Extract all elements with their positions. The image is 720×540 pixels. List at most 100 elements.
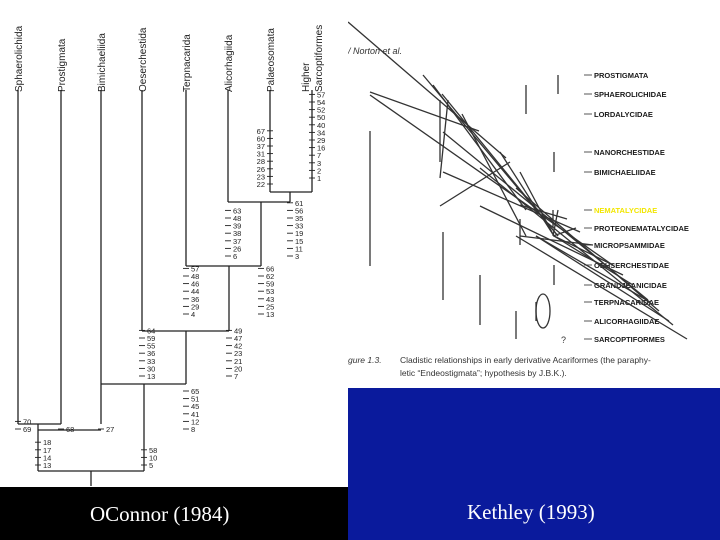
character-number: 2 — [317, 166, 321, 175]
character-number: 49 — [234, 326, 242, 335]
character-number: 56 — [295, 206, 303, 215]
figure-caption: Cladistic relationships in early derivat… — [400, 355, 651, 365]
clade-branch — [442, 171, 581, 233]
taxon-label: NEMATALYCIDAE — [594, 206, 657, 215]
character-number: 31 — [257, 150, 265, 159]
figure-label: gure 1.3. — [348, 355, 382, 365]
character-number: 11 — [295, 244, 303, 253]
character-number: 68 — [66, 425, 74, 434]
taxon-label: BIMICHAELIIDAE — [594, 168, 656, 177]
character-number: 33 — [295, 222, 303, 231]
taxon-label: PROTEONEMATALYCIDAE — [594, 224, 689, 233]
character-number: 69 — [23, 425, 31, 434]
character-number: 36 — [147, 349, 155, 358]
blue-background-band — [348, 388, 720, 540]
taxon-label: Higher — [301, 62, 312, 92]
taxon-label: Terpnacarida — [182, 34, 193, 92]
character-number: 10 — [149, 453, 157, 462]
character-number: 4 — [191, 310, 195, 319]
clade-branch — [442, 131, 649, 301]
character-number: 19 — [295, 229, 303, 238]
character-number: 48 — [233, 214, 241, 223]
character-number: 46 — [191, 280, 199, 289]
character-number: 62 — [266, 272, 274, 281]
clade-branch — [499, 151, 555, 237]
left-caption: OConnor (1984) — [90, 502, 230, 526]
character-number: 13 — [266, 310, 274, 319]
character-number: 30 — [147, 364, 155, 373]
taxon-label: Bimichaeliida — [97, 33, 108, 92]
character-number: 37 — [233, 237, 241, 246]
taxon-label: NANORCHESTIDAE — [594, 148, 665, 157]
character-number: 64 — [147, 326, 155, 335]
character-number: 39 — [233, 222, 241, 231]
character-number: 21 — [234, 357, 242, 366]
character-number: 3 — [317, 159, 321, 168]
character-number: 53 — [266, 287, 274, 296]
character-number: 67 — [257, 127, 265, 136]
character-number: 51 — [191, 395, 199, 404]
character-number: 47 — [234, 334, 242, 343]
character-number: 23 — [257, 172, 265, 181]
character-number: 65 — [191, 387, 199, 396]
character-number: 26 — [257, 165, 265, 174]
character-number: 52 — [317, 106, 325, 115]
character-number: 61 — [295, 199, 303, 208]
character-number: 35 — [295, 214, 303, 223]
taxon-label: ALICORHAGIIDAE — [594, 317, 659, 326]
clade-branch — [535, 235, 670, 322]
uncertainty-ellipse — [535, 293, 551, 329]
character-number: 70 — [23, 417, 31, 426]
character-number: 59 — [266, 280, 274, 289]
taxon-label: SARCOPTIFORMES — [594, 335, 665, 344]
character-number: 42 — [234, 342, 242, 351]
character-number: 1 — [317, 174, 321, 183]
right-caption: Kethley (1993) — [467, 500, 595, 524]
character-number: 18 — [43, 438, 51, 447]
character-number: 13 — [43, 461, 51, 470]
kethley-cladogram: / Norton et al.PROSTIGMATASPHAEROLICHIDA… — [347, 21, 689, 378]
clade-branch — [369, 94, 615, 267]
figure-header: / Norton et al. — [348, 46, 402, 56]
character-number: 25 — [266, 302, 274, 311]
character-number: 34 — [317, 128, 325, 137]
character-number: 40 — [317, 121, 325, 130]
character-number: 57 — [191, 264, 199, 273]
character-number: 16 — [317, 144, 325, 153]
character-number: 43 — [266, 295, 274, 304]
character-number: 44 — [191, 287, 199, 296]
character-number: 33 — [147, 357, 155, 366]
character-number: 22 — [257, 180, 265, 189]
taxon-label: Sarcoptiformes — [314, 25, 325, 92]
taxon-label: Sphaerolichida — [14, 25, 25, 92]
character-number: 7 — [234, 372, 238, 381]
character-number: 12 — [191, 417, 199, 426]
character-number: 63 — [233, 206, 241, 215]
character-number: 26 — [233, 244, 241, 253]
clade-branch — [479, 205, 624, 276]
taxon-label: MICROPSAMMIDAE — [594, 241, 665, 250]
character-number: 50 — [317, 113, 325, 122]
character-number: 3 — [295, 252, 299, 261]
clade-branch — [439, 161, 511, 207]
taxon-label: SPHAEROLICHIDAE — [594, 90, 667, 99]
character-number: 57 — [317, 90, 325, 99]
clade-branch — [515, 235, 688, 340]
character-number: 66 — [266, 264, 274, 273]
character-number: 41 — [191, 410, 199, 419]
character-number: 7 — [317, 151, 321, 160]
clade-branch — [519, 171, 555, 237]
taxon-label: Oeserchestida — [138, 27, 149, 92]
character-number: 5 — [149, 461, 153, 470]
clade-branch — [552, 209, 559, 237]
character-number: 45 — [191, 402, 199, 411]
character-number: 38 — [233, 229, 241, 238]
character-number: 58 — [149, 446, 157, 455]
character-number: 8 — [191, 425, 195, 434]
clade-branch — [369, 91, 480, 132]
character-number: 15 — [295, 237, 303, 246]
character-number: 29 — [191, 302, 199, 311]
character-number: 48 — [191, 272, 199, 281]
